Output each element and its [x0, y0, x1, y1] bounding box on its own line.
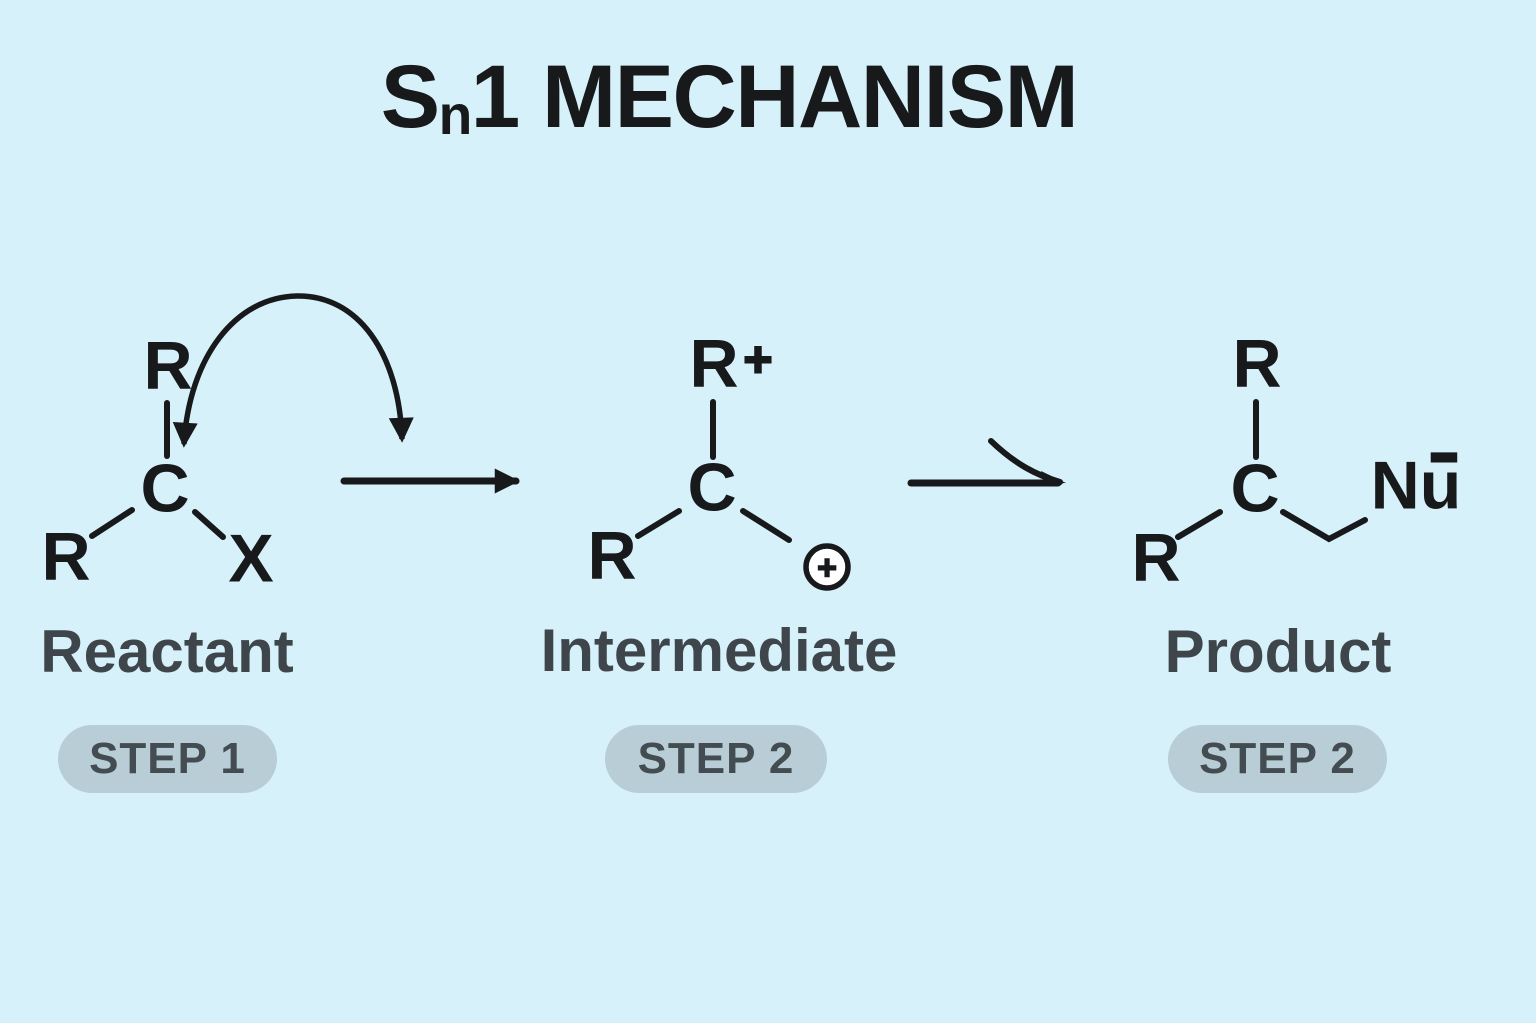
- reactant-atom-c: C: [140, 450, 190, 527]
- product-atom-r-left: R: [1131, 519, 1181, 596]
- step-badge-intermediate: STEP 2: [605, 725, 827, 793]
- electron-push-arrow-icon: [172, 293, 414, 448]
- reactant-atom-x: X: [228, 520, 274, 597]
- product-minus-charge: −: [1428, 404, 1460, 508]
- reactant-bonds: [89, 400, 226, 540]
- intermediate-atom-c: C: [687, 449, 737, 526]
- intermediate-bonds: [635, 399, 792, 543]
- step-badge-product: STEP 2: [1168, 725, 1387, 793]
- step-badge-reactant: STEP 1: [58, 725, 277, 793]
- product-label: Product: [1164, 618, 1392, 685]
- intermediate-plus-charge: +: [742, 331, 773, 388]
- step-badge-reactant-text: STEP 1: [89, 734, 246, 783]
- title-prefix: S: [380, 46, 440, 146]
- product-bonds: [1175, 399, 1368, 543]
- title-rest: 1 MECHANISM: [470, 46, 1079, 146]
- product-atom-r-top: R: [1232, 325, 1282, 402]
- reactant-label: Reactant: [40, 618, 294, 685]
- intermediate-atom-r-top: R: [689, 325, 739, 402]
- product-atom-nu: Nu: [1370, 447, 1462, 524]
- circled-plus-symbol: +: [817, 549, 837, 587]
- intermediate-label: Intermediate: [540, 617, 898, 684]
- plus-circle-icon: +: [803, 543, 851, 591]
- reactant-atom-r-left: R: [41, 518, 91, 595]
- reactant-atom-r-top: R: [143, 327, 193, 404]
- title-subscript: n: [438, 84, 473, 147]
- step-badge-product-text: STEP 2: [1199, 734, 1356, 783]
- product-atom-c: C: [1230, 450, 1280, 527]
- intermediate-atom-r-left: R: [587, 517, 637, 594]
- harpoon-arrow-icon: [907, 438, 1066, 487]
- step-badge-intermediate-text: STEP 2: [637, 734, 795, 783]
- page-title: Sn1 MECHANISM: [381, 52, 1079, 143]
